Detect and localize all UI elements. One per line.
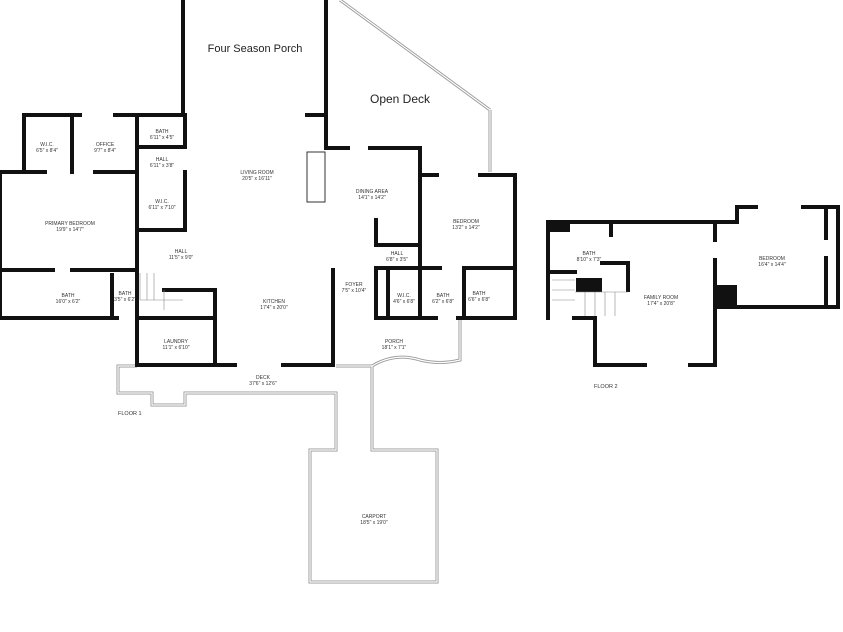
room-name: CARPORT — [361, 514, 387, 520]
fireplace — [306, 151, 326, 203]
room-name: W.I.C. — [155, 199, 169, 205]
room-name: PRIMARY BEDROOM — [45, 221, 95, 227]
room-name: BATH — [118, 291, 132, 297]
room-dims: 11'5" x 9'0" — [168, 255, 194, 261]
room-dims: 7'5" x 10'4" — [341, 288, 367, 294]
room-name: KITCHEN — [263, 299, 285, 305]
room-name: FOYER — [345, 282, 363, 288]
outdoor-structures-inner — [117, 0, 491, 583]
room-dims: 37'6" x 12'6" — [249, 381, 277, 387]
room-dims: 11'1" x 6'10" — [162, 345, 190, 351]
room-dims: 8'10" x 7'3" — [576, 257, 602, 263]
room-dims: 4'6" x 6'8" — [393, 299, 415, 305]
room-name: W.I.C. — [40, 142, 54, 148]
room-label-wic: W.I.C.4'6" x 6'8" — [393, 293, 415, 305]
room-name: HALL — [155, 157, 169, 163]
room-label-wic: W.I.C.6'5" x 8'4" — [36, 142, 58, 154]
room-dims: 6'11" x 7'10" — [148, 205, 176, 211]
room-dims: 9'7" x 8'4" — [94, 148, 116, 154]
room-name: FAMILY ROOM — [643, 295, 679, 301]
room-name: BATH — [155, 129, 169, 135]
room-dims: 17'4" x 20'8" — [647, 301, 675, 307]
room-dims: 6'5" x 8'4" — [36, 148, 58, 154]
room-dims: 6'11" x 4'5" — [149, 135, 175, 141]
room-name: DINING AREA — [355, 189, 389, 195]
four-season-porch-label: Four Season Porch — [207, 43, 303, 55]
stairs-icon — [139, 273, 183, 310]
room-dims: 20'5" x 16'11" — [242, 176, 272, 182]
floor-1-label: FLOOR 1 — [118, 411, 142, 417]
open-deck-label: Open Deck — [369, 92, 431, 106]
floor2-chimney-block — [548, 222, 570, 232]
room-name: W.I.C. — [397, 293, 411, 299]
room-dims: 13'2" x 14'2" — [452, 225, 480, 231]
stairs-icon — [552, 279, 628, 316]
room-dims: 18'5" x 19'0" — [360, 520, 388, 526]
room-dims: 19'9" x 14'7" — [56, 227, 84, 233]
room-name: BATH — [582, 251, 596, 257]
floor2-chimney-block — [715, 285, 737, 307]
room-name: BATH — [436, 293, 450, 299]
room-name: PORCH — [384, 339, 404, 345]
room-name: BATH — [472, 291, 486, 297]
room-name: HALL — [390, 251, 404, 257]
room-name: OFFICE — [95, 142, 115, 148]
room-name: BEDROOM — [453, 219, 479, 225]
room-dims: 17'4" x 20'0" — [260, 305, 288, 311]
room-dims: 16'4" x 14'4" — [758, 262, 786, 268]
room-dims: 6'2" x 6'8" — [432, 299, 454, 305]
room-name: BATH — [61, 293, 75, 299]
floor1-walls — [0, 0, 517, 367]
room-name: LIVING ROOM — [240, 170, 274, 176]
room-dims: 18'1" x 7'1" — [381, 345, 407, 351]
room-dims: 16'0" x 6'2" — [55, 299, 81, 305]
room-dims: 6'8" x 3'5" — [386, 257, 408, 263]
room-name: HALL — [174, 249, 188, 255]
room-dims: 6'6" x 6'8" — [468, 297, 490, 303]
room-dims: 6'11" x 3'8" — [149, 163, 175, 169]
floor-2-label: FLOOR 2 — [594, 384, 618, 390]
room-dims: 14'1" x 14'2" — [358, 195, 386, 201]
floor2-wall-block — [576, 278, 602, 292]
room-name: BEDROOM — [759, 256, 785, 262]
room-dims: 3'5" x 6'2" — [114, 297, 136, 303]
room-name: DECK — [256, 375, 270, 381]
room-label-wic: W.I.C.6'11" x 7'10" — [148, 199, 175, 211]
room-name: LAUNDRY — [164, 339, 188, 345]
